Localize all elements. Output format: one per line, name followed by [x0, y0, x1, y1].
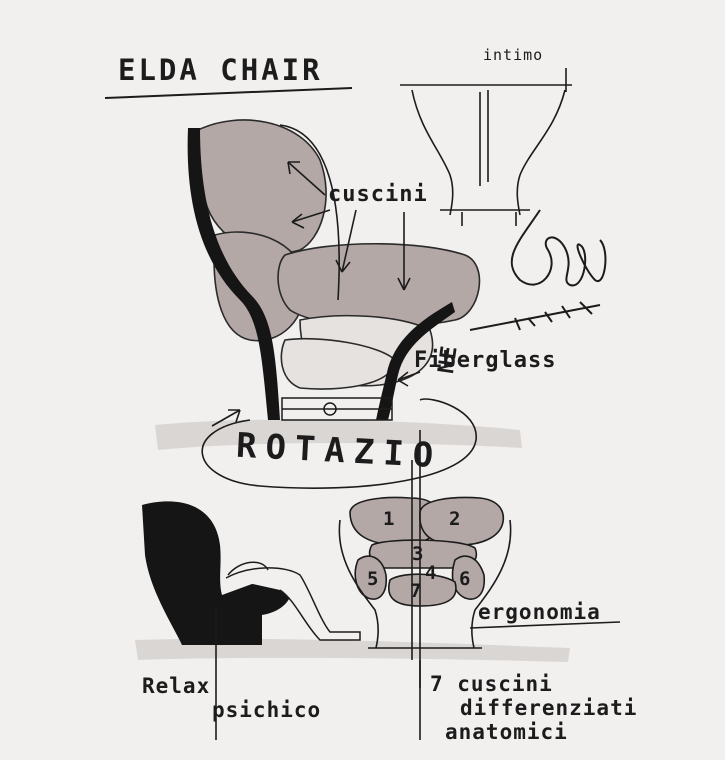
label-seven-cuscini: 7 cuscini [430, 672, 553, 696]
label-fiberglass: Fiberglass [414, 348, 557, 373]
cushion-number: 4 [425, 562, 437, 584]
label-differenziati: differenziati [460, 696, 638, 720]
cushion-number: 2 [449, 508, 461, 530]
relax-figure-legs [225, 567, 361, 641]
ergonomia-underline [469, 621, 621, 629]
floor-wash-top [155, 419, 522, 450]
rotation-ellipse [201, 398, 477, 489]
relax-figure-arm [227, 561, 269, 576]
title-underline [104, 87, 353, 99]
relax-chair [142, 501, 361, 645]
sketch-title: ELDA CHAIR [118, 53, 323, 87]
label-psichico: psichico [212, 698, 322, 722]
shell-right [376, 302, 455, 420]
lower-cushion [280, 337, 396, 390]
label-cuscini: cuscini [328, 182, 428, 207]
label-relax: Relax [142, 674, 211, 698]
label-ergonomia: ergonomia [478, 600, 601, 624]
rotation-arrow [211, 409, 241, 427]
label-anatomici: anatomici [445, 720, 568, 744]
fiberglass-shell [187, 128, 280, 420]
ergonomic-diagram [338, 430, 512, 688]
cushion-number: 1 [383, 508, 395, 530]
signature [469, 209, 607, 331]
label-intimo: intimo [483, 46, 544, 64]
cushion-number: 6 [459, 568, 471, 590]
back-cushion [196, 119, 327, 255]
label-rotazione-tail: NE [434, 343, 463, 376]
seat-cushion [277, 242, 481, 328]
label-rotazione: ROTAZIO [235, 425, 444, 477]
cushion-number: 3 [412, 543, 424, 565]
cuscini-arrows [279, 124, 411, 301]
cushion-number: 5 [367, 568, 379, 590]
chair-base [281, 397, 393, 421]
fiberglass-arrow [397, 371, 421, 387]
intimo-sketch [400, 68, 572, 226]
cushion-number: 7 [410, 580, 422, 602]
